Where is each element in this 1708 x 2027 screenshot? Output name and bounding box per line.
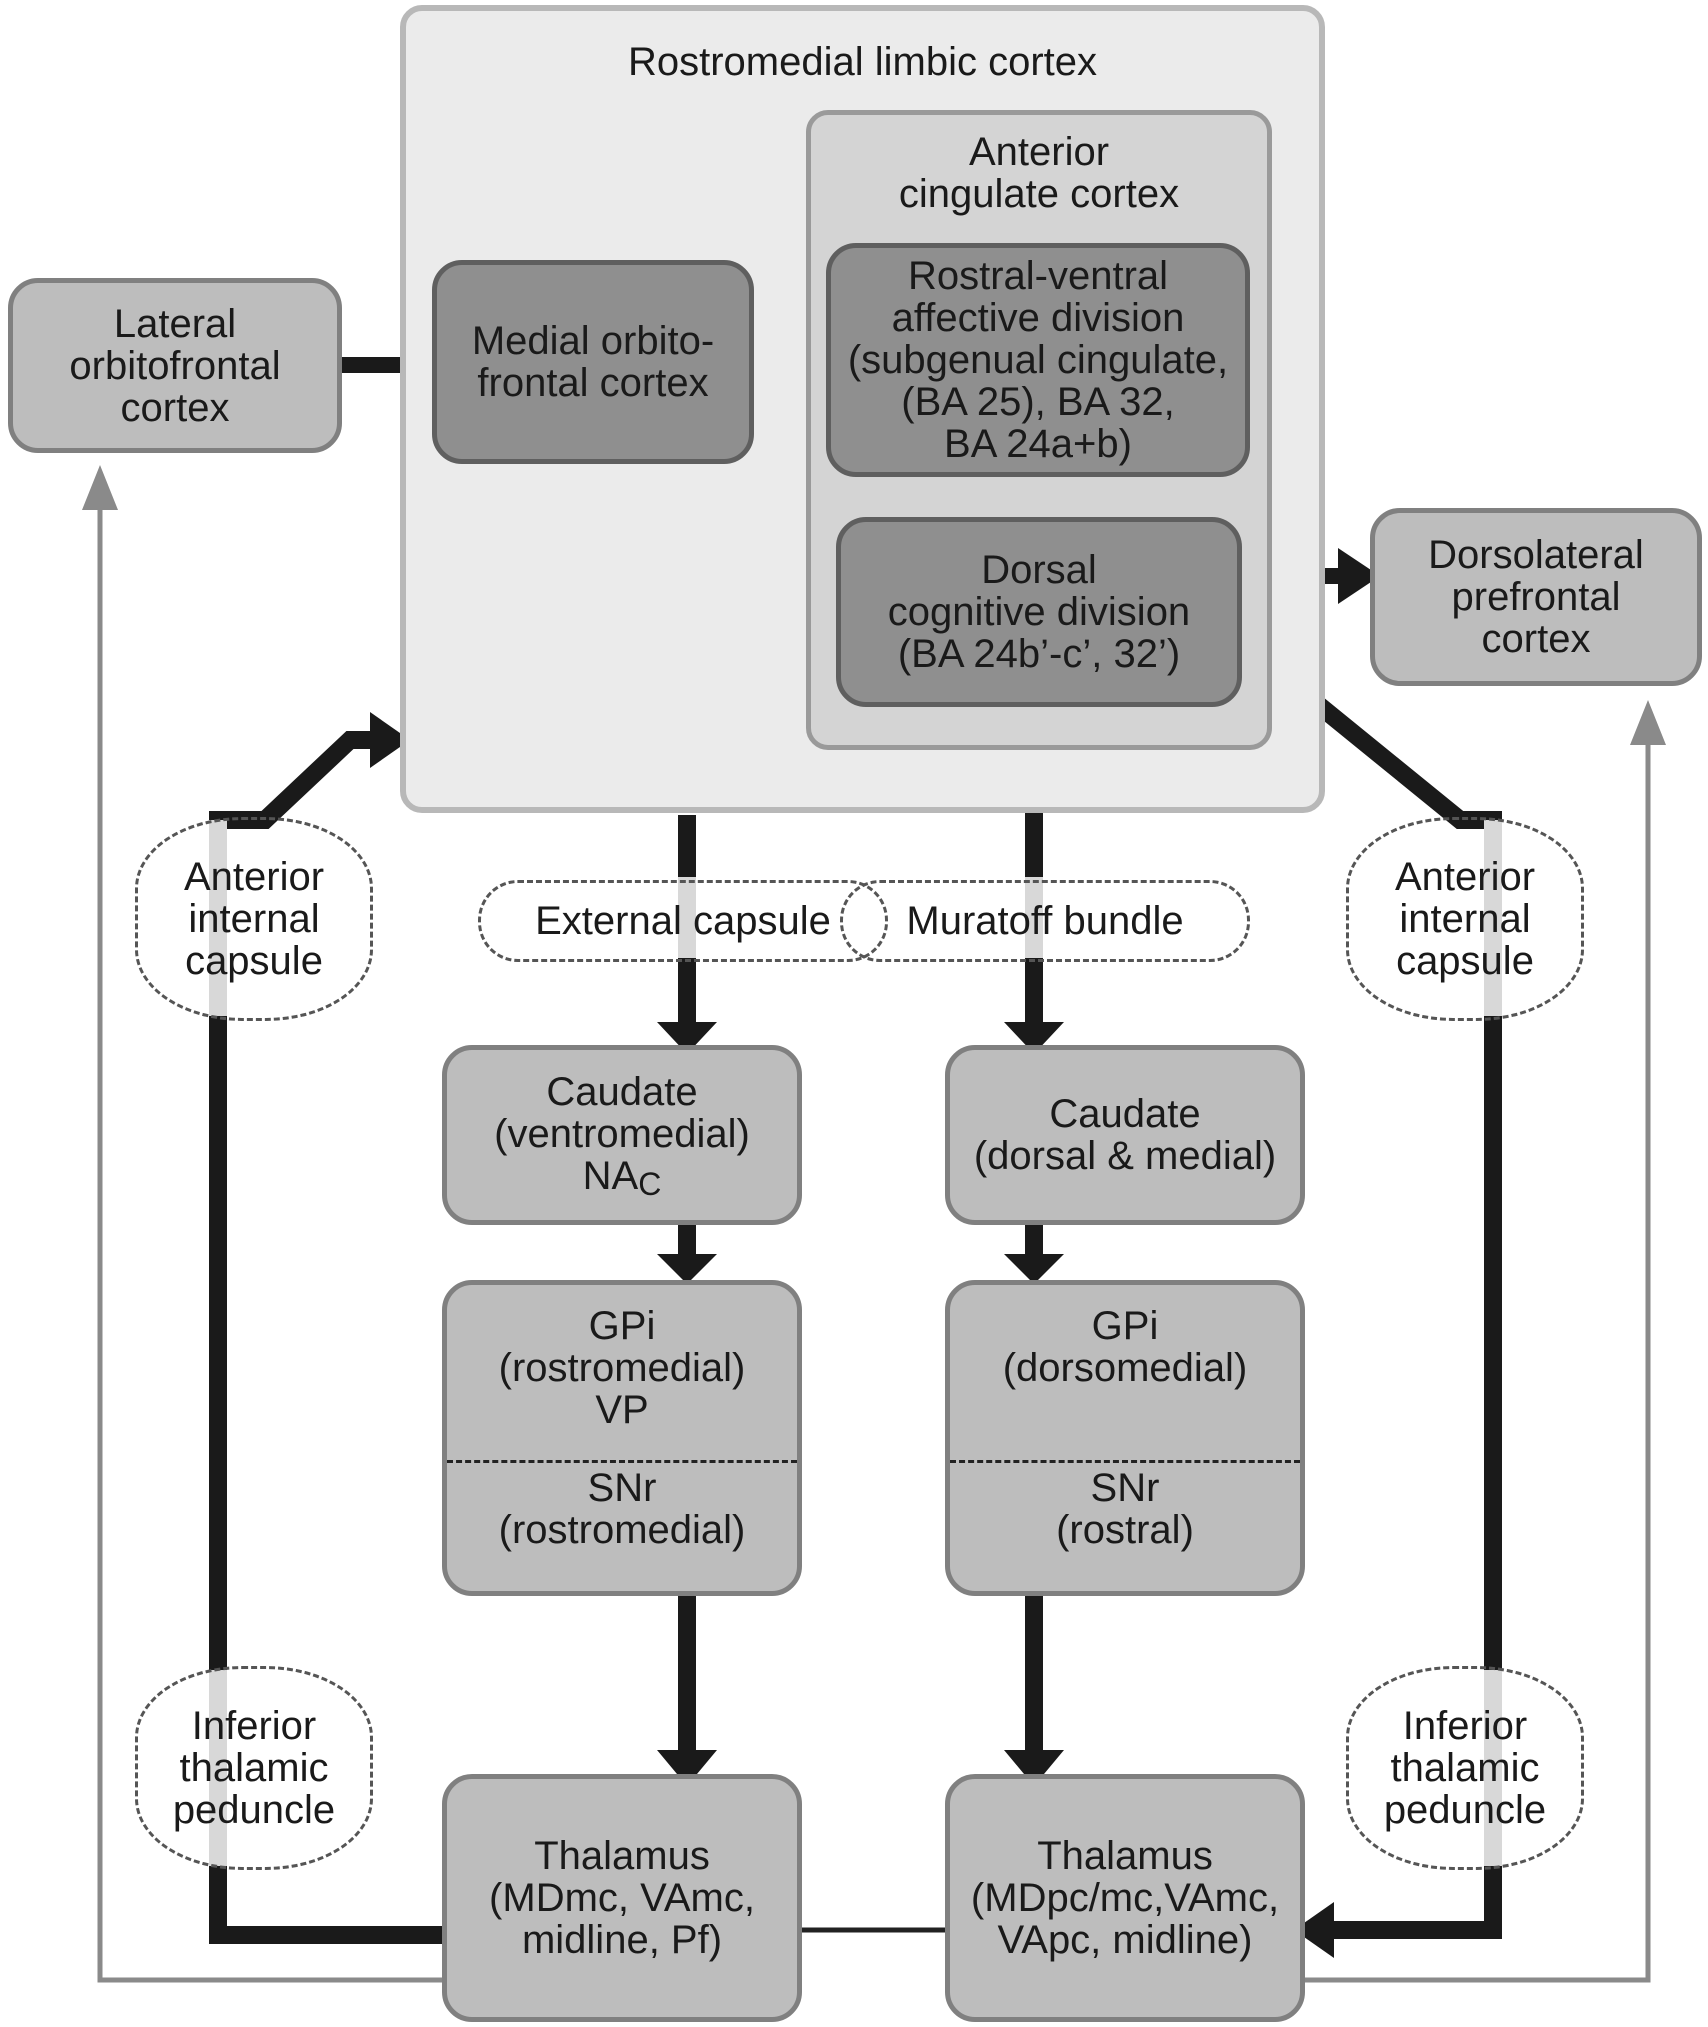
gpi-snr-rostromedial-box: GPi (rostromedial) VP SNr (rostromedial) — [442, 1280, 802, 1596]
external-capsule-label: External capsule — [535, 899, 831, 943]
aic-right-line-3: capsule — [1396, 939, 1534, 983]
gray-loop-left — [97, 505, 445, 1983]
aic-left-line-1: Anterior — [183, 855, 325, 899]
gpi-snr-left-divider — [447, 1460, 797, 1463]
gpi-right-line-1: GPi — [1091, 1304, 1159, 1348]
gpi-thal-right-head — [1004, 1750, 1064, 1786]
dc-line-2: cognitive division — [887, 590, 1191, 634]
dc-line-3: (BA 24b’-c’, 32’) — [897, 632, 1181, 676]
itp-right-line-1: Inferior — [1402, 1704, 1528, 1748]
muratoff-label: Muratoff bundle — [906, 899, 1184, 943]
dlpfc-line-1: Dorsolateral — [1428, 533, 1644, 577]
caudate-right-line-1: Caudate — [1049, 1092, 1201, 1136]
caudate-right-line-2: (dorsal & medial) — [973, 1134, 1277, 1178]
gpi-snr-right-divider — [950, 1460, 1300, 1463]
itp-right-line-3: peduncle — [1383, 1788, 1547, 1832]
itp-left-line-3: peduncle — [172, 1788, 336, 1832]
thalamus-left-box: Thalamus (MDmc, VAmc, midline, Pf) — [442, 1774, 802, 2022]
anterior-internal-capsule-right: Anterior internal capsule — [1346, 817, 1584, 1021]
mofc-line-2: frontal cortex — [477, 361, 709, 405]
gpi-left-line-1: GPi — [588, 1304, 656, 1348]
caudate-left-nac: NAC — [582, 1154, 662, 1202]
nac-main: NA — [582, 1154, 639, 1198]
itp-left-line-1: Inferior — [191, 1704, 317, 1748]
thal-right-line-3: VApc, midline) — [997, 1918, 1253, 1962]
caudate-gpi-right-head — [1004, 1254, 1064, 1284]
aic-left-line-2: internal — [188, 897, 320, 941]
aic-right-line-2: internal — [1399, 897, 1531, 941]
thal-left-line-3: midline, Pf) — [521, 1918, 723, 1962]
rv-line-3: (subgenual cingulate, — [847, 338, 1229, 382]
inferior-thalamic-peduncle-right: Inferior thalamic peduncle — [1346, 1666, 1584, 1870]
gray-arrowhead-left — [82, 465, 118, 510]
ext-capsule-head — [657, 1022, 717, 1054]
gray-loop-right — [1302, 740, 1651, 1983]
itp-left-line-2: thalamic — [179, 1746, 329, 1790]
aic-right-line-1: Anterior — [1394, 855, 1536, 899]
rostral-ventral-affective-division-box: Rostral-ventral affective division (subg… — [826, 243, 1250, 477]
gpi-left-line-3: VP — [595, 1388, 649, 1432]
caudate-ventromedial-box: Caudate (ventromedial) NAC — [442, 1045, 802, 1225]
rostromedial-title: Rostromedial limbic cortex — [627, 40, 1098, 84]
snr-left-line-2: (rostromedial) — [498, 1508, 746, 1552]
thal-right-line-2: (MDpc/mc,VAmc, — [970, 1876, 1280, 1920]
gray-arrowhead-right — [1630, 700, 1666, 745]
snr-right-line-2: (rostral) — [1056, 1508, 1194, 1552]
lateral-orbitofrontal-cortex-box: Lateral orbitofrontal cortex — [8, 278, 342, 453]
dorsolateral-prefrontal-cortex-box: Dorsolateral prefrontal cortex — [1370, 508, 1702, 686]
caudate-gpi-left-head — [657, 1254, 717, 1284]
muratoff-bundle-pill: Muratoff bundle — [840, 880, 1250, 962]
dorsal-dlpfc-head-right — [1338, 548, 1380, 604]
snr-right-line-1: SNr — [1090, 1466, 1160, 1510]
gpi-thal-left-head — [657, 1750, 717, 1786]
muratoff-head — [1004, 1022, 1064, 1054]
left-loop-head — [370, 712, 410, 768]
rv-line-5: BA 24a+b) — [944, 422, 1132, 466]
mofc-line-1: Medial orbito- — [471, 319, 715, 363]
dc-line-1: Dorsal — [981, 548, 1097, 592]
dlpfc-line-2: prefrontal — [1451, 575, 1621, 619]
acc-title-line-2: cingulate cortex — [898, 172, 1180, 216]
lofc-line-3: cortex — [120, 385, 230, 430]
snr-left-line-1: SNr — [587, 1466, 657, 1510]
thal-left-line-1: Thalamus — [534, 1834, 710, 1878]
dorsal-cognitive-division-box: Dorsal cognitive division (BA 24b’-c’, 3… — [836, 517, 1242, 707]
thal-right-line-1: Thalamus — [1037, 1834, 1213, 1878]
caudate-left-line-2: (ventromedial) — [494, 1112, 750, 1156]
lofc-line-2: orbitofrontal — [69, 343, 281, 388]
nac-sub: C — [638, 1166, 662, 1202]
external-capsule-pill: External capsule — [478, 880, 888, 962]
right-loop-head-to-thal — [1294, 1902, 1334, 1958]
gpi-snr-dorsomedial-box: GPi (dorsomedial) SNr (rostral) — [945, 1280, 1305, 1596]
dlpfc-line-3: cortex — [1481, 617, 1591, 661]
medial-orbitofrontal-cortex-box: Medial orbito- frontal cortex — [432, 260, 754, 464]
rv-line-1: Rostral-ventral — [907, 254, 1169, 298]
thal-left-line-2: (MDmc, VAmc, — [489, 1876, 755, 1920]
acc-title-line-1: Anterior — [968, 130, 1110, 174]
itp-right-line-2: thalamic — [1390, 1746, 1540, 1790]
rv-line-4: (BA 25), BA 32, — [901, 380, 1175, 424]
thalamus-right-box: Thalamus (MDpc/mc,VAmc, VApc, midline) — [945, 1774, 1305, 2022]
anterior-internal-capsule-left: Anterior internal capsule — [135, 817, 373, 1021]
caudate-dorsal-medial-box: Caudate (dorsal & medial) — [945, 1045, 1305, 1225]
gpi-left-line-2: (rostromedial) — [498, 1346, 746, 1390]
inferior-thalamic-peduncle-left: Inferior thalamic peduncle — [135, 1666, 373, 1870]
rv-line-2: affective division — [891, 296, 1185, 340]
gpi-right-line-2: (dorsomedial) — [1002, 1346, 1248, 1390]
caudate-left-line-1: Caudate — [546, 1070, 698, 1114]
lofc-line-1: Lateral — [113, 301, 237, 346]
aic-left-line-3: capsule — [185, 939, 323, 983]
